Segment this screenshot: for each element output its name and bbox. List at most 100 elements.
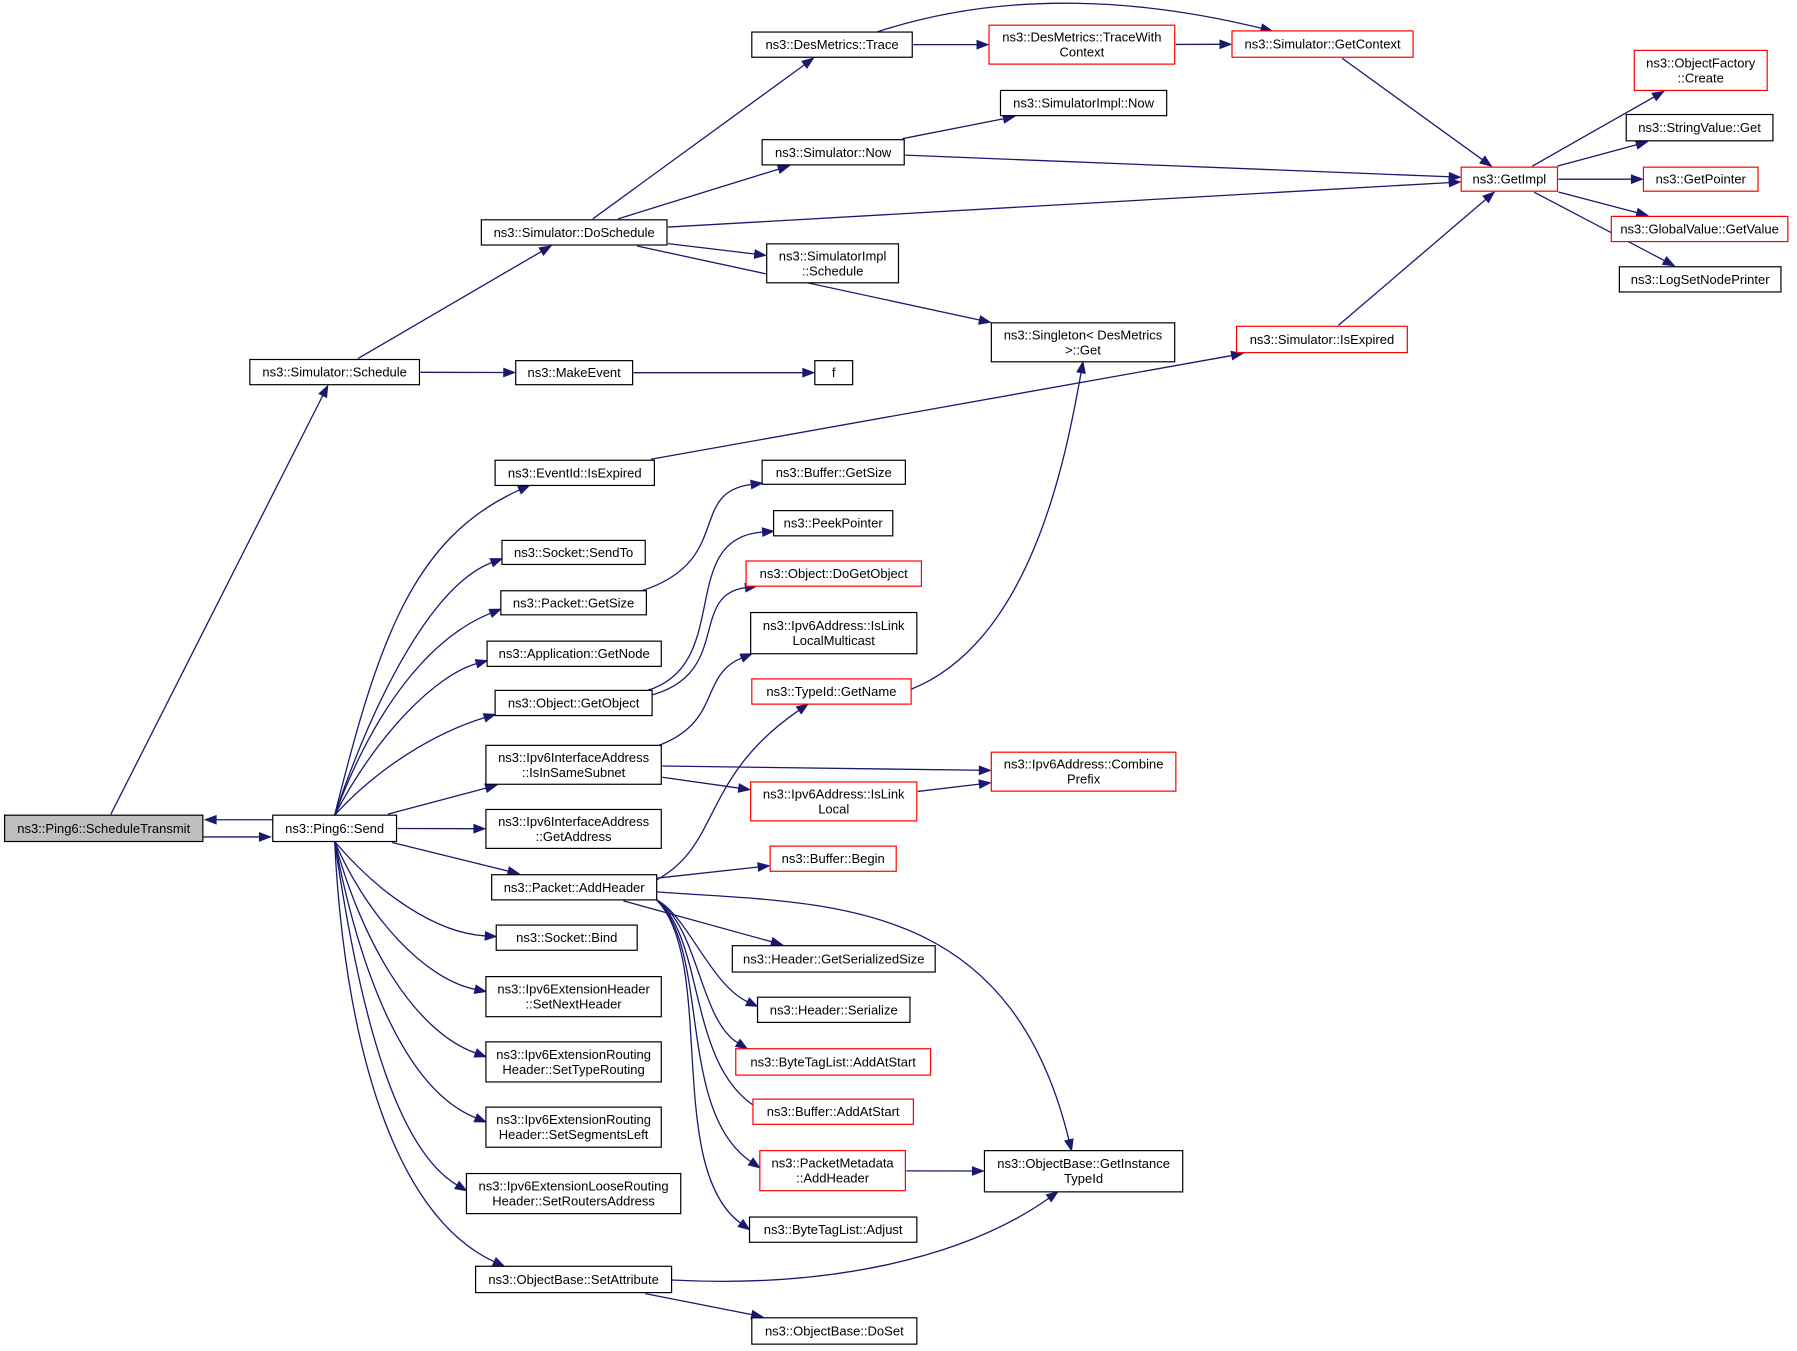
node-buffer_getsize[interactable]: ns3::Buffer::GetSize [761, 459, 906, 485]
edge-line [658, 657, 742, 746]
nodes-layer: ns3::Ping6::ScheduleTransmit ns3::Ping6::… [3, 24, 1789, 1345]
node-bytetaglist_addatstart[interactable]: ns3::ByteTagList::AddAtStart [735, 1048, 932, 1076]
node-packet_getsize[interactable]: ns3::Packet::GetSize [500, 590, 647, 616]
node-socket_sendto[interactable]: ns3::Socket::SendTo [501, 539, 646, 566]
edge-line [334, 841, 476, 1119]
node-socket_bind[interactable]: ns3::Socket::Bind [495, 924, 638, 951]
node-label: ns3::ObjectFactory [1646, 55, 1756, 70]
edge-sim_schedule-to-makeevent [420, 367, 517, 378]
node-box [748, 1216, 918, 1243]
node-label: ns3::MakeEvent [528, 365, 622, 380]
node-box [735, 1048, 932, 1076]
arrowhead [745, 997, 759, 1007]
node-label: ns3::ObjectBase::GetInstance [997, 1156, 1170, 1171]
node-stringvalue_get[interactable]: ns3::StringValue::Get [1625, 113, 1774, 142]
arrowhead [757, 862, 771, 872]
arrowhead [978, 315, 992, 325]
edge-line [656, 891, 1070, 1141]
node-desmetrics_trace[interactable]: ns3::DesMetrics::Trace [751, 31, 913, 58]
node-objfactory_create[interactable]: ns3::ObjectFactory::Create [1633, 49, 1768, 92]
node-box [501, 539, 646, 566]
edge-send-to-object_getobject [334, 713, 497, 816]
node-sim_isexpired[interactable]: ns3::Simulator::IsExpired [1235, 325, 1408, 354]
arrowhead [484, 783, 498, 793]
node-label: ns3::StringValue::Get [1638, 120, 1761, 135]
node-send[interactable]: ns3::Ping6::Send [272, 814, 398, 843]
node-label: ::SetNextHeader [526, 997, 623, 1012]
node-sim_now[interactable]: ns3::Simulator::Now [761, 139, 905, 166]
node-eventid_isexpired[interactable]: ns3::EventId::IsExpired [494, 459, 655, 487]
arrowhead [258, 832, 272, 842]
node-buffer_begin[interactable]: ns3::Buffer::Begin [769, 845, 897, 872]
node-box [756, 996, 911, 1024]
node-label: ns3::Packet::AddHeader [504, 880, 646, 895]
node-packet_addheader[interactable]: ns3::Packet::AddHeader [491, 874, 658, 901]
node-ipv6extrouting_setsegmentsleft[interactable]: ns3::Ipv6ExtensionRoutingHeader::SetSegm… [485, 1106, 662, 1148]
edge-line [917, 783, 980, 793]
arrowhead [1219, 39, 1233, 50]
node-peekpointer[interactable]: ns3::PeekPointer [772, 510, 894, 537]
arrowhead [776, 164, 791, 174]
edge-packet_getsize-to-buffer_getsize [641, 479, 764, 592]
node-typeid_getname[interactable]: ns3::TypeId::GetName [751, 678, 912, 705]
edge-line [671, 1197, 1050, 1282]
edge-line [667, 181, 1450, 228]
node-globalvalue_getvalue[interactable]: ns3::GlobalValue::GetValue [1610, 215, 1789, 243]
node-header_getserializedsize[interactable]: ns3::Header::GetSerializedSize [731, 945, 936, 973]
node-header_serialize[interactable]: ns3::Header::Serialize [756, 996, 911, 1024]
node-box [990, 751, 1177, 792]
node-box [983, 1150, 1184, 1193]
node-makeevent[interactable]: ns3::MakeEvent [515, 360, 634, 386]
arrowhead [503, 367, 517, 378]
node-box [485, 1106, 662, 1148]
node-ipv6ext_setnextheader[interactable]: ns3::Ipv6ExtensionHeader::SetNextHeader [485, 976, 662, 1018]
node-app_getnode[interactable]: ns3::Application::GetNode [486, 640, 662, 667]
edge-packet_addheader-to-bytetaglist_adjust [656, 899, 751, 1231]
node-ipv6extrouting_settyperouting[interactable]: ns3::Ipv6ExtensionRoutingHeader::SetType… [485, 1041, 662, 1083]
node-logsetnodeprinter[interactable]: ns3::LogSetNodePrinter [1618, 266, 1782, 293]
node-schedule_transmit[interactable]: ns3::Ping6::ScheduleTransmit [3, 814, 204, 843]
edge-line [333, 841, 495, 1263]
node-getimpl[interactable]: ns3::GetImpl [1460, 166, 1559, 192]
node-buffer_addatstart[interactable]: ns3::Buffer::AddAtStart [752, 1098, 914, 1125]
node-label: ns3::GlobalValue::GetValue [1620, 221, 1779, 236]
node-simimpl_schedule[interactable]: ns3::SimulatorImpl::Schedule [766, 243, 900, 284]
node-label: ns3::Simulator::IsExpired [1250, 332, 1395, 347]
node-ipv6if_getaddress[interactable]: ns3::Ipv6InterfaceAddress::GetAddress [485, 808, 662, 849]
arrowhead [753, 249, 768, 259]
node-label: ns3::SimulatorImpl::Now [1013, 96, 1154, 111]
edge-doschedule-to-sim_now [617, 164, 791, 220]
node-objectbase_doset[interactable]: ns3::ObjectBase::DoSet [751, 1317, 918, 1345]
node-getcontext[interactable]: ns3::Simulator::GetContext [1231, 30, 1414, 58]
node-ipv6extloose_setroutersaddress[interactable]: ns3::Ipv6ExtensionLooseRoutingHeader::Se… [465, 1172, 682, 1215]
node-singleton_get[interactable]: ns3::Singleton< DesMetrics>::Get [990, 322, 1176, 363]
arrowhead [976, 39, 990, 50]
node-f[interactable]: f [814, 360, 854, 386]
edge-line [334, 612, 491, 816]
node-packetmetadata_addheader[interactable]: ns3::PacketMetadata::AddHeader [759, 1150, 906, 1192]
node-doschedule[interactable]: ns3::Simulator::DoSchedule [480, 219, 668, 246]
edge-line [1558, 191, 1638, 214]
arrowhead [489, 558, 504, 568]
node-object_dogetobject[interactable]: ns3::Object::DoGetObject [745, 560, 923, 587]
arrowhead [1448, 171, 1462, 182]
node-box [990, 322, 1176, 363]
arrowhead [802, 367, 816, 378]
edge-doschedule-to-getimpl [667, 177, 1462, 228]
node-getpointer[interactable]: ns3::GetPointer [1642, 166, 1759, 192]
node-bytetaglist_adjust[interactable]: ns3::ByteTagList::Adjust [748, 1216, 918, 1243]
node-sim_schedule[interactable]: ns3::Simulator::Schedule [249, 358, 421, 386]
node-ipv6if_isinsamesubnet[interactable]: ns3::Ipv6InterfaceAddress::IsInSameSubne… [485, 744, 662, 785]
node-box [1610, 215, 1789, 243]
node-object_getobject[interactable]: ns3::Object::GetObject [494, 689, 653, 717]
node-label: ns3::Ipv6InterfaceAddress [498, 750, 650, 765]
edge-send-to-socket_bind [334, 841, 498, 941]
node-objectbase_setattribute[interactable]: ns3::ObjectBase::SetAttribute [475, 1265, 673, 1294]
node-box [750, 781, 918, 822]
node-simimpl_now[interactable]: ns3::SimulatorImpl::Now [999, 89, 1168, 117]
